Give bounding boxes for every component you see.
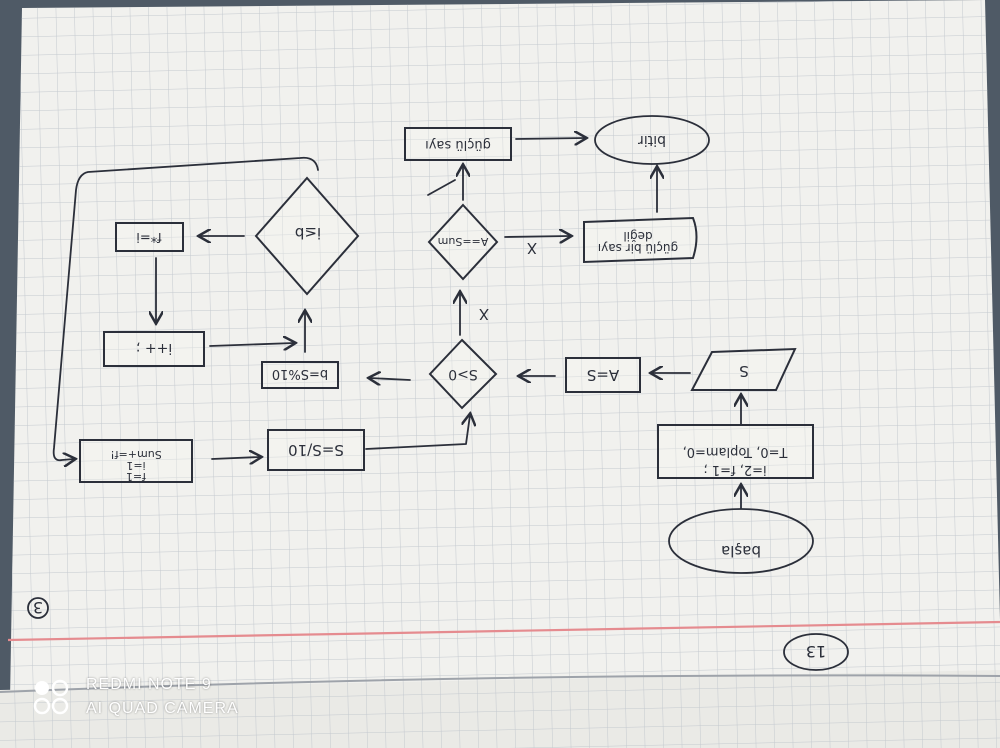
cond-i-diamond: i≤b [254, 176, 360, 296]
div-label: S=S/10 [288, 441, 344, 459]
margin-line [7, 620, 1000, 642]
sum-line-3: f=1 [126, 470, 146, 483]
assign-a-label: A=S [587, 366, 619, 384]
div-box: S=S/10 [267, 429, 365, 471]
inc-box: i++ ; [103, 331, 205, 367]
page-number: 13 [783, 633, 849, 671]
cond-a-label: A==Sum [438, 235, 489, 248]
input-parallelogram: S [690, 347, 797, 391]
camera-watermark: REDMI NOTE 9 AI QUAD CAMERA [32, 674, 292, 724]
yes-output-box: güçlü sayı [404, 127, 512, 161]
loop-connector [52, 156, 319, 461]
fact-box: f*=i [115, 222, 184, 252]
sum-line-2: i=1 [126, 459, 145, 472]
quad-camera-icon [33, 679, 69, 715]
mod-box: b=S%10 [261, 361, 339, 389]
start-terminal: başla [668, 508, 814, 574]
cond-a-diamond: A==Sum [427, 203, 499, 281]
watermark-brand: REDMI NOTE 9 [86, 676, 212, 693]
no-output-line-1: güçlü bir sayı [598, 241, 678, 255]
mod-label: b=S%10 [272, 366, 328, 381]
no-mark-2: X [527, 239, 537, 257]
cond-s-label: S>0 [448, 366, 478, 382]
assign-a-box: A=S [565, 357, 641, 393]
start-label: başla [721, 542, 761, 560]
inc-label: i++ ; [136, 340, 173, 356]
yes-output-label: güçlü sayı [425, 137, 491, 152]
no-mark-1: X [479, 305, 489, 323]
watermark-camera: AI QUAD CAMERA [86, 700, 239, 717]
sum-box: Sum+=f! i=1 f=1 [79, 439, 193, 483]
corner-mark-label: 3 [33, 598, 43, 617]
sum-line-1: Sum+=f! [110, 448, 161, 461]
init-box: T=0, Toplam=0, i=2, f=1 ; [657, 424, 814, 479]
flowchart: başla T=0, Toplam=0, i=2, f=1 ; S A=S S>… [52, 115, 814, 574]
page-number-label: 13 [806, 642, 826, 661]
end-label: bitir [638, 132, 666, 148]
init-line-1: T=0, Toplam=0, [683, 444, 789, 459]
end-terminal: bitir [594, 115, 710, 165]
cond-s-diamond: S>0 [428, 338, 498, 410]
input-label: S [739, 362, 749, 380]
no-output-box: güçlü bir sayı değil [583, 216, 698, 264]
cond-i-label: i≤b [295, 224, 321, 242]
no-output-line-2: değil [623, 229, 652, 243]
init-line-2: i=2, f=1 ; [703, 462, 766, 477]
fact-label: f*=i [136, 229, 162, 244]
corner-mark: 3 [27, 597, 49, 619]
